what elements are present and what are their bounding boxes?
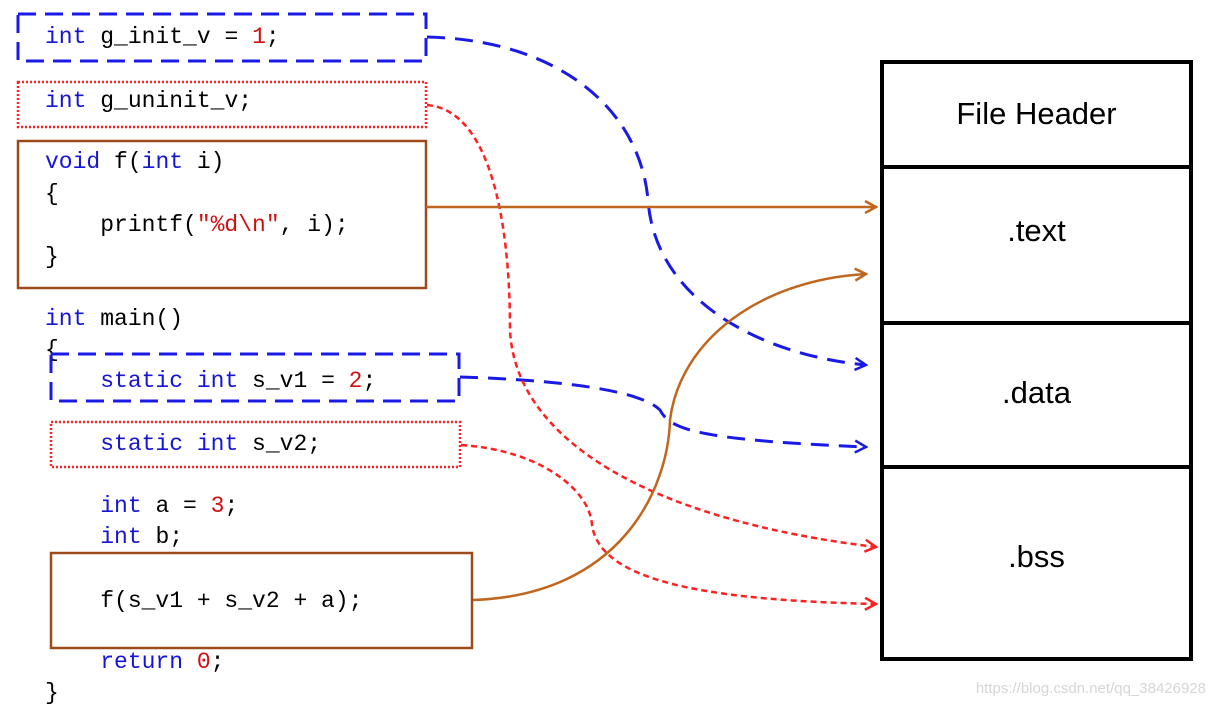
- arrow-s-v1-to-data: [459, 375, 866, 447]
- section-label-bss: .bss: [1008, 539, 1065, 574]
- box-initialized-static: [49, 352, 461, 403]
- code-line-b-decl: int b;: [45, 524, 183, 550]
- box-function-call: [49, 551, 474, 650]
- code-keyword: int: [141, 149, 184, 175]
- code-keyword: return: [100, 649, 184, 675]
- code-text: ;: [362, 368, 377, 394]
- code-line-f-close: }: [45, 244, 59, 270]
- code-text: g_uninit_v;: [86, 88, 253, 114]
- code-keyword: static int: [100, 368, 239, 394]
- box-uninitialized-global: [16, 80, 428, 129]
- code-text: b;: [141, 524, 184, 550]
- box-uninitialized-static: [49, 420, 462, 469]
- code-keyword: int: [45, 24, 87, 50]
- code-text: ;: [224, 493, 239, 519]
- code-line-a-decl: int a = 3;: [45, 493, 238, 519]
- section-file-header: File Header: [880, 60, 1193, 169]
- code-line-main-open: {: [45, 337, 59, 363]
- arrow-g-init-to-data: [426, 35, 866, 365]
- box-function-f: [16, 139, 428, 290]
- code-text: s_v1 =: [238, 368, 349, 394]
- code-literal: 2: [348, 368, 363, 394]
- code-literal: 3: [210, 493, 225, 519]
- code-text: g_init_v =: [86, 24, 253, 50]
- code-text: a =: [141, 493, 211, 519]
- code-literal: 1: [252, 24, 266, 50]
- code-text: main(): [86, 306, 184, 332]
- section-label-data: .data: [1002, 375, 1071, 410]
- code-text: , i);: [279, 212, 349, 238]
- section-label-file-header: File Header: [956, 96, 1117, 131]
- code-text: }: [45, 244, 59, 270]
- code-text: }: [45, 680, 59, 706]
- code-text: s_v2;: [238, 431, 322, 457]
- code-text: ;: [210, 649, 225, 675]
- code-text: f(s_v1 + s_v2 + a);: [45, 588, 363, 614]
- code-line-return: return 0;: [45, 649, 224, 675]
- code-text: ;: [265, 24, 280, 50]
- code-line-s-v1: static int s_v1 = 2;: [45, 368, 376, 394]
- section-bss: .bss: [880, 465, 1193, 661]
- code-line-main-close: }: [45, 680, 59, 706]
- code-keyword: int: [45, 88, 87, 114]
- section-label-text: .text: [1007, 213, 1066, 248]
- arrow-call-to-text: [472, 274, 866, 602]
- code-line-main-signature: int main(): [45, 306, 183, 332]
- code-line-g-uninit: int g_uninit_v;: [45, 88, 252, 114]
- code-text: printf(: [45, 212, 197, 238]
- code-line-f-body: printf("%d\n", i);: [45, 212, 349, 238]
- code-line-g-init: int g_init_v = 1;: [45, 24, 280, 50]
- code-line-f-open: {: [45, 181, 59, 207]
- code-keyword: int: [100, 493, 142, 519]
- code-keyword: static int: [100, 431, 239, 457]
- code-keyword: int: [45, 306, 87, 332]
- code-line-s-v2: static int s_v2;: [45, 431, 321, 457]
- code-line-call: f(s_v1 + s_v2 + a);: [45, 588, 362, 614]
- code-text: i): [183, 149, 225, 175]
- code-keyword: int: [100, 524, 142, 550]
- code-text: f(: [100, 149, 142, 175]
- code-keyword: void: [45, 149, 101, 175]
- watermark: https://blog.csdn.net/qq_38426928: [975, 680, 1206, 697]
- code-literal: "%d\n": [196, 212, 280, 238]
- box-initialized-global: [16, 12, 428, 63]
- code-text: {: [45, 337, 59, 363]
- code-text: {: [45, 181, 59, 207]
- code-literal: 0: [196, 649, 211, 675]
- code-line-f-signature: void f(int i): [45, 149, 224, 175]
- arrow-s-v2-to-bss: [460, 443, 876, 604]
- arrow-g-uninit-to-bss: [426, 103, 876, 547]
